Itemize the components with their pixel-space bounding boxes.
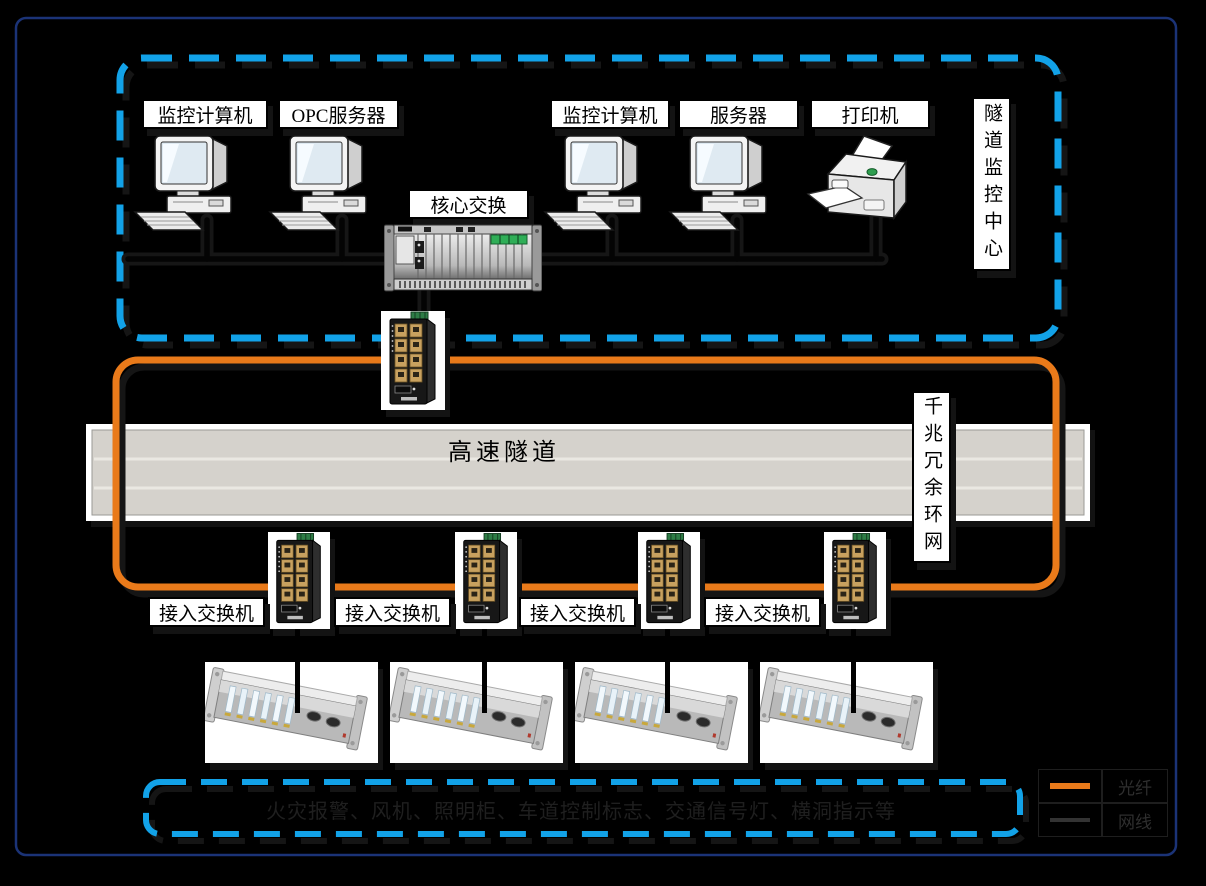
ethernet-line-icon [1050, 818, 1090, 822]
label-opc-server: OPC服务器 [278, 99, 399, 129]
industrial-switch-icon [463, 533, 508, 624]
outer-frame [14, 16, 1178, 857]
monitoring-center-boundary [116, 54, 1062, 342]
io-rack-card [390, 662, 563, 763]
computer-icon [133, 132, 253, 236]
label-printer: 打印机 [810, 99, 930, 129]
industrial-switch-icon [276, 533, 321, 624]
label-monitoring-computer-1: 监控计算机 [142, 99, 268, 129]
field-devices-boundary [143, 779, 1023, 837]
label-tunnel-monitoring-center: 隧道监控中心 [972, 97, 1011, 271]
access-switch-card [455, 532, 517, 629]
legend-fiber-label: 光纤 [1102, 769, 1168, 803]
legend: 光纤 网线 [1038, 769, 1168, 837]
gigabit-ring [112, 356, 1060, 591]
io-rack-icon [390, 667, 553, 751]
io-rack-card [575, 662, 748, 763]
cable-switch-to-rack [482, 629, 487, 713]
core-switch-rack-icon [384, 221, 542, 298]
label-monitoring-computer-2: 监控计算机 [550, 99, 670, 129]
access-switch-card [638, 532, 700, 629]
computer-icon [268, 132, 388, 236]
cable-switch-to-rack [665, 629, 670, 713]
label-gigabit-redundant-ring: 千兆冗余环网 [912, 391, 951, 563]
io-rack-card [205, 662, 378, 763]
cable-switch-to-rack [851, 629, 856, 713]
label-access-switch-1: 接入交换机 [148, 597, 265, 627]
io-rack-icon [205, 667, 368, 751]
label-core-switch: 核心交换 [408, 189, 529, 219]
io-rack-icon [575, 667, 738, 751]
fiber-line-icon [1050, 783, 1090, 789]
industrial-switch-icon [646, 533, 691, 624]
legend-fiber-line [1038, 769, 1102, 803]
access-switch-card [824, 532, 886, 629]
printer-icon [802, 134, 917, 232]
cable-switch-to-rack [295, 629, 300, 713]
io-rack-card [760, 662, 933, 763]
industrial-switch-icon [389, 311, 436, 405]
computer-icon [543, 132, 663, 236]
ring-switch-card [381, 311, 445, 410]
access-switch-card [268, 532, 330, 629]
computer-icon [668, 132, 788, 236]
field-devices-text: 火灾报警、风机、照明柜、车道控制标志、交通信号灯、横洞指示等 [266, 800, 896, 823]
label-access-switch-3: 接入交换机 [519, 597, 636, 627]
label-access-switch-4: 接入交换机 [704, 597, 821, 627]
label-access-switch-2: 接入交换机 [334, 597, 451, 627]
legend-ethernet-line [1038, 803, 1102, 837]
label-server: 服务器 [678, 99, 799, 129]
industrial-switch-icon [832, 533, 877, 624]
io-rack-icon [760, 667, 923, 751]
label-highway-tunnel: 高速隧道 [448, 440, 560, 466]
legend-ethernet-label: 网线 [1102, 803, 1168, 837]
